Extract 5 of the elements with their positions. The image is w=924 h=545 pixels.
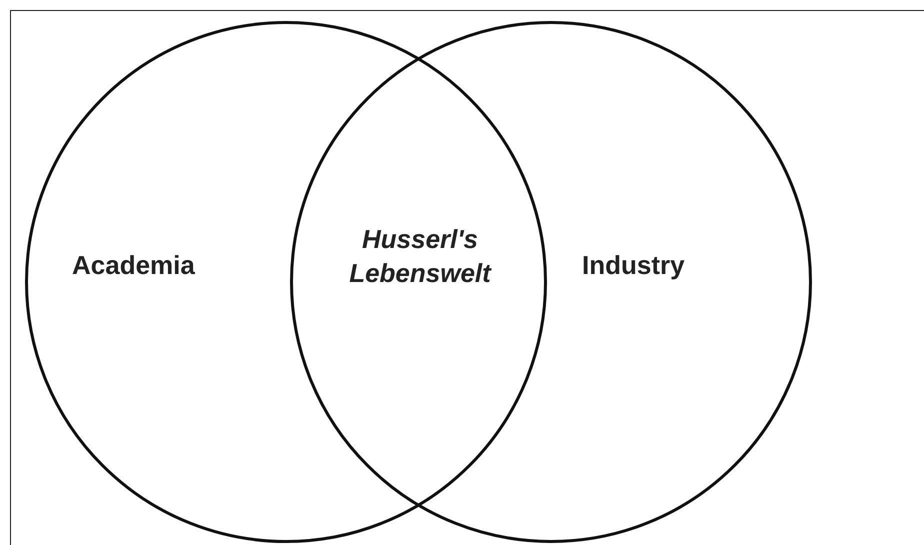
venn-circle [290,21,812,543]
venn-circle [25,21,547,543]
overlap-label: Husserl's Lebenswelt [348,223,493,290]
set-label: Industry [582,250,685,281]
set-label: Academia [72,250,195,281]
